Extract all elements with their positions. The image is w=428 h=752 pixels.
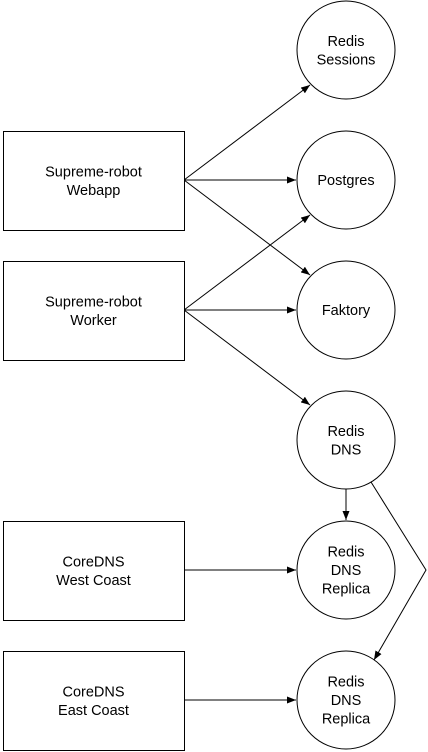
box-worker-shape — [3, 261, 185, 361]
box-coredns-west-shape — [3, 521, 185, 621]
node-redis-dns-label-line: DNS — [331, 442, 362, 458]
box-coredns-west-label-line: CoreDNS — [62, 554, 124, 570]
box-webapp-label-line: Supreme-robot — [45, 164, 142, 180]
box-coredns-east-label-line: CoreDNS — [62, 684, 124, 700]
node-faktory: Faktory — [296, 260, 396, 360]
node-postgres-label-line: Postgres — [317, 173, 374, 189]
node-faktory-label-line: Faktory — [322, 303, 371, 319]
box-webapp-label-line: Webapp — [67, 183, 121, 199]
box-worker-label-line: Supreme-robot — [45, 294, 142, 310]
node-redis-dns-replica-east-label-line: DNS — [331, 693, 362, 709]
node-redis-dns-replica-west-label-line: Replica — [322, 582, 371, 598]
node-postgres-shape — [296, 130, 396, 230]
node-redis-sessions-label-line: Sessions — [317, 52, 376, 68]
box-coredns-west: CoreDNS West Coast — [3, 521, 185, 621]
box-coredns-east: CoreDNS East Coast — [3, 651, 185, 751]
edge-webapp-to-faktory — [183, 179, 311, 276]
box-coredns-east-label-line: East Coast — [58, 703, 129, 719]
node-redis-dns-replica-east-shape — [296, 650, 396, 750]
box-webapp-shape — [3, 131, 185, 231]
node-postgres: Postgres — [296, 130, 396, 230]
node-redis-dns-replica-east-label-line: Redis — [327, 675, 364, 691]
node-redis-dns-shape — [296, 390, 396, 490]
node-redis-sessions-label-line: Redis — [327, 34, 364, 50]
node-redis-dns-label-line: Redis — [327, 424, 364, 440]
edge-webapp-to-redis-sessions — [183, 84, 311, 181]
box-coredns-west-label-line: West Coast — [56, 573, 131, 589]
datastore-nodes: RedisSessionsPostgresFaktoryRedisDNSRedi… — [296, 0, 396, 750]
node-faktory-shape — [296, 260, 396, 360]
node-redis-dns-replica-west-shape — [296, 520, 396, 620]
box-coredns-east-shape — [3, 651, 185, 751]
node-redis-sessions-shape — [296, 0, 396, 100]
node-redis-dns-replica-east-label-line: Replica — [322, 712, 371, 728]
edge-redis-dns-to-redis-dns-replica-east — [370, 481, 427, 661]
service-boxes: Supreme-robotWebappSupreme-robotWorkerCo… — [3, 131, 185, 751]
edges — [183, 84, 427, 704]
box-worker-label-line: Worker — [70, 313, 117, 329]
edge-worker-to-redis-dns — [183, 309, 311, 406]
node-redis-dns-replica-west-label-line: Redis — [327, 545, 364, 561]
node-redis-dns-replica-west-label-line: DNS — [331, 563, 362, 579]
edge-worker-to-postgres — [183, 214, 311, 311]
